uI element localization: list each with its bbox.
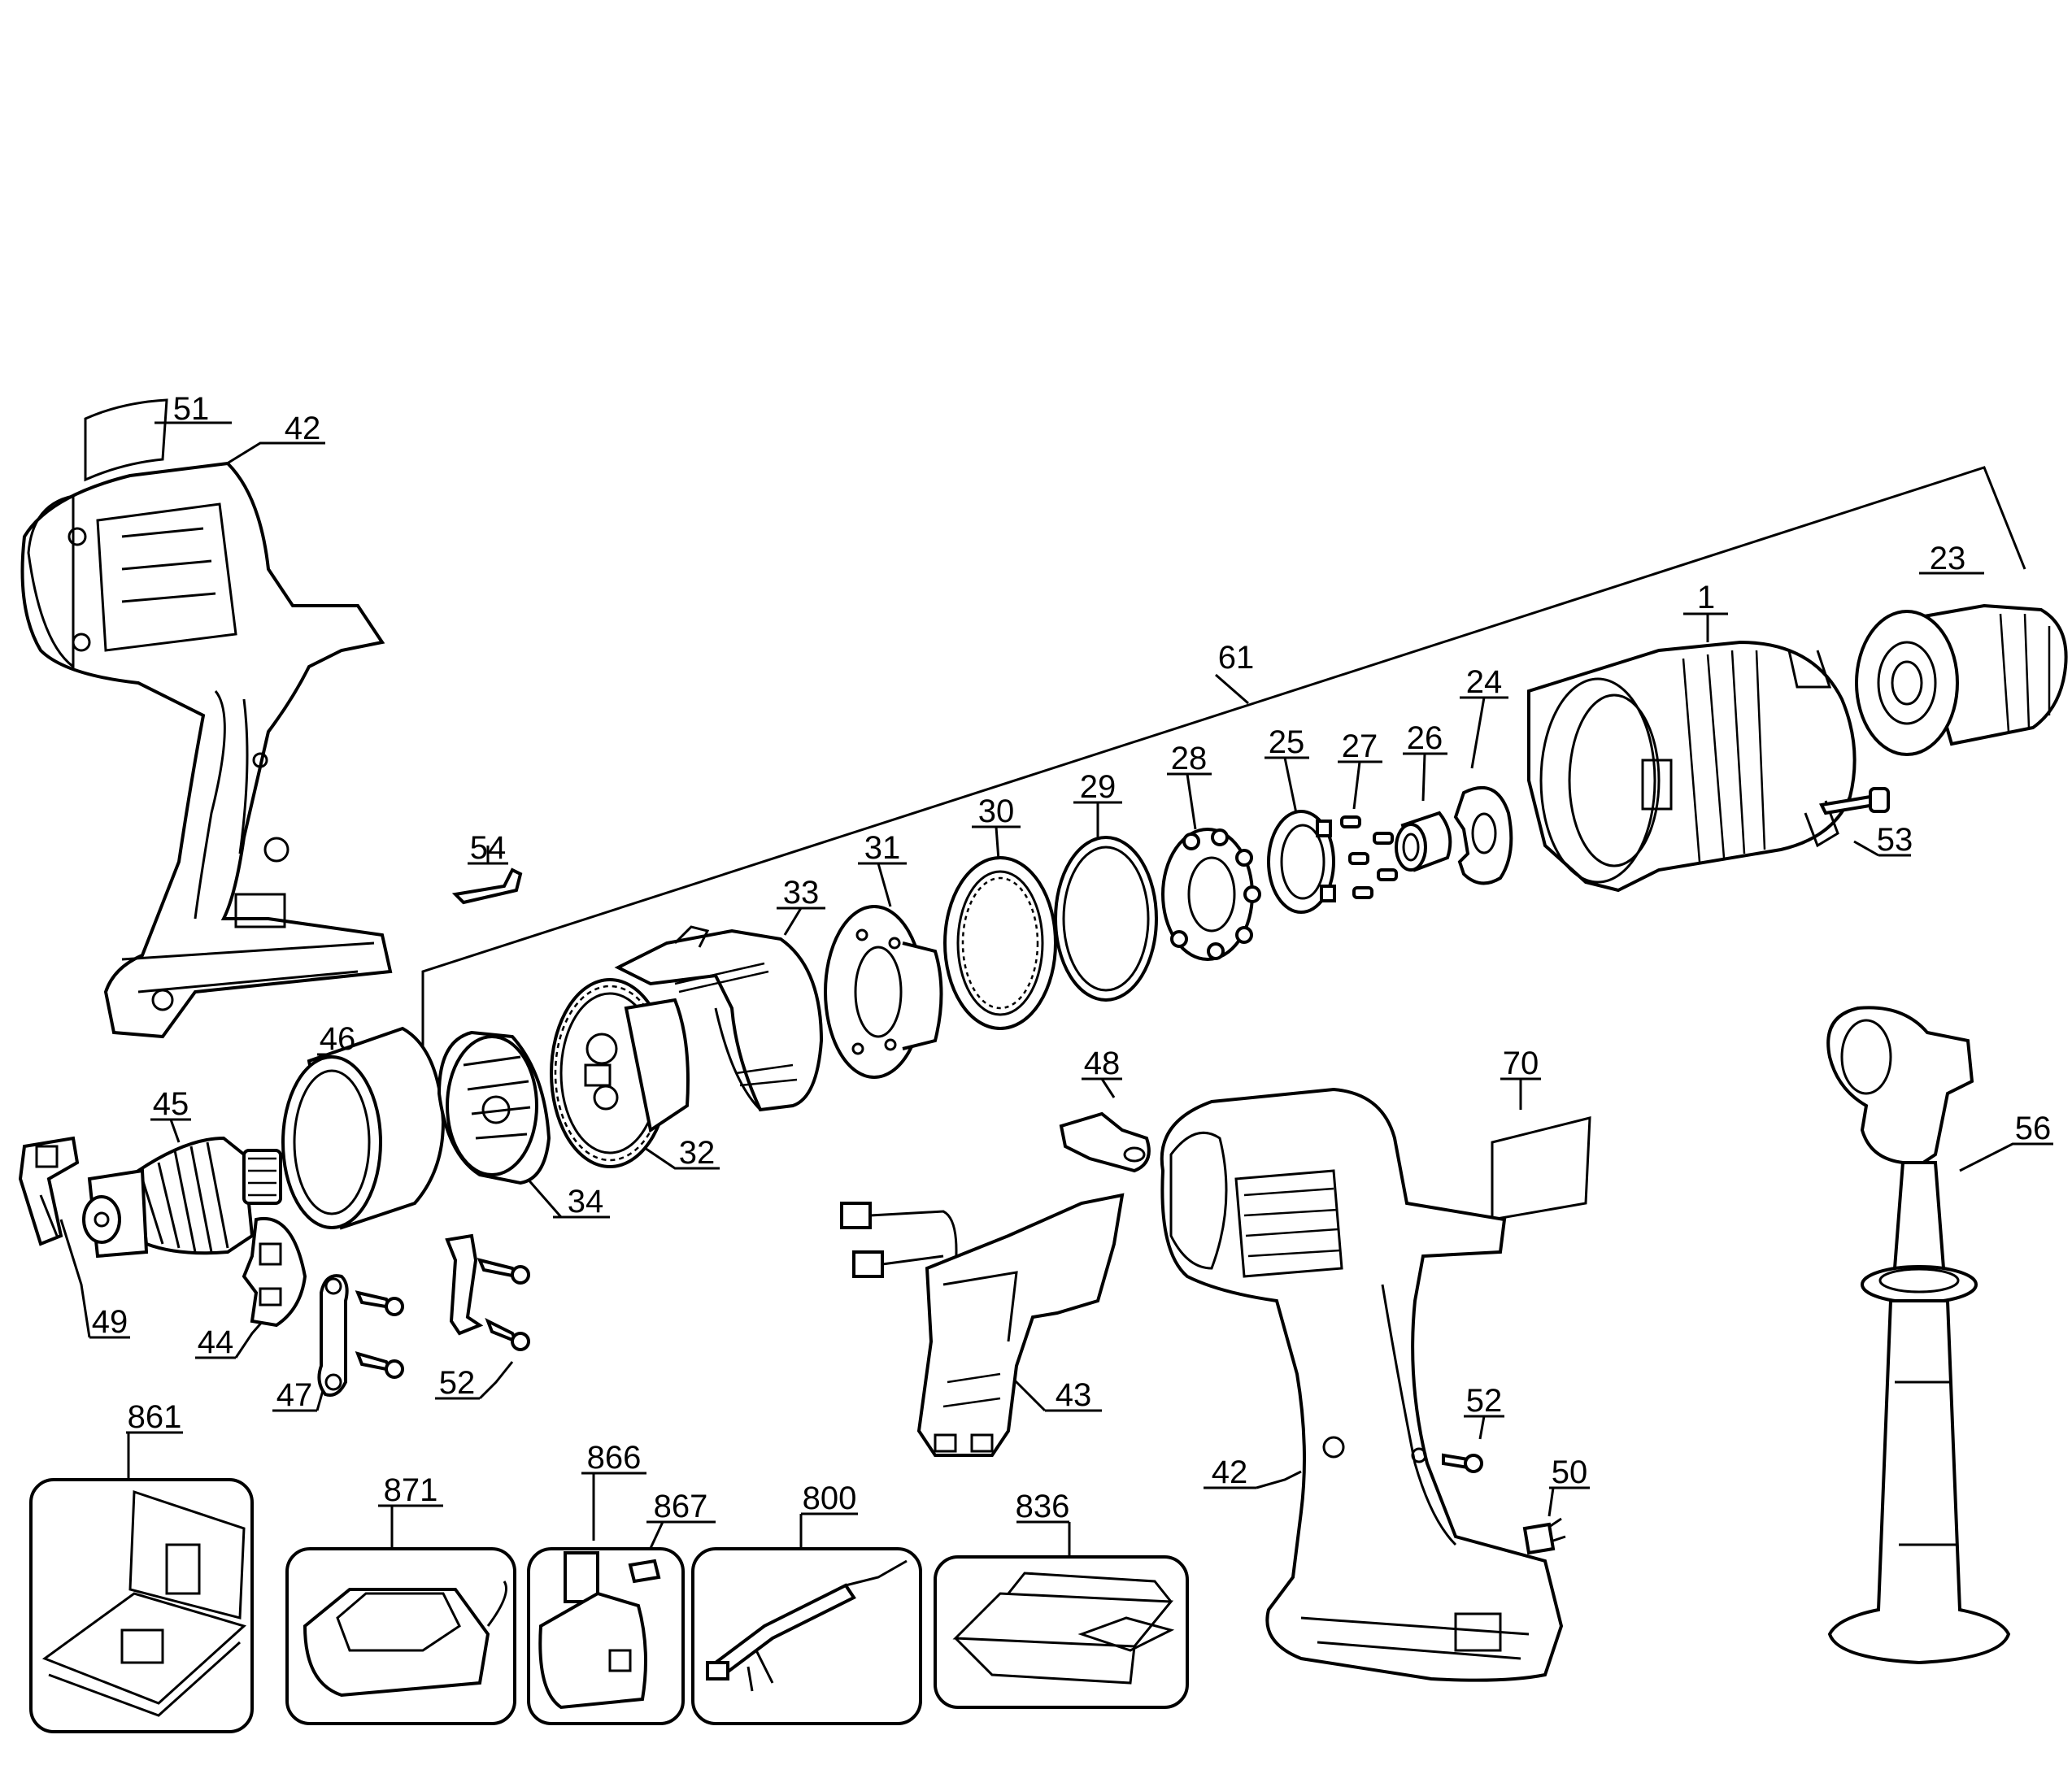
part-861-case xyxy=(29,1478,254,1733)
part-24-washer xyxy=(1453,785,1513,885)
callout-871: 871 xyxy=(384,1472,438,1508)
callout-44: 44 xyxy=(198,1324,234,1360)
part-30-ring-gear xyxy=(943,856,1057,1030)
callout-30: 30 xyxy=(978,793,1015,829)
part-56-side-handle xyxy=(1826,1006,2011,1665)
part-50-clip xyxy=(1522,1517,1566,1555)
callout-50: 50 xyxy=(1552,1454,1588,1490)
callout-27: 27 xyxy=(1342,728,1378,764)
part-33-shroud xyxy=(614,925,824,1112)
callout-26: 26 xyxy=(1407,720,1443,756)
part-31-ring-plate xyxy=(824,905,943,1079)
callout-866: 866 xyxy=(587,1440,642,1476)
part-836-insert xyxy=(934,1555,1189,1709)
callout-34: 34 xyxy=(568,1184,604,1220)
part-49-brush-holder xyxy=(18,1136,80,1246)
part-52-bracket-left xyxy=(445,1233,530,1351)
callout-47: 47 xyxy=(276,1377,313,1413)
part-53-screw xyxy=(1819,787,1890,815)
part-47-bracket xyxy=(317,1274,404,1397)
callout-42-top: 42 xyxy=(285,411,321,446)
callout-61: 61 xyxy=(1218,640,1255,676)
callout-42-bottom: 42 xyxy=(1212,1454,1248,1490)
callout-52-right: 52 xyxy=(1466,1383,1503,1419)
part-23-chuck xyxy=(1855,603,2068,756)
callout-33: 33 xyxy=(783,875,820,911)
part-25-adjust-ring xyxy=(1267,810,1336,914)
callout-32: 32 xyxy=(679,1135,716,1171)
callout-867: 867 xyxy=(654,1489,708,1524)
callout-861: 861 xyxy=(128,1399,182,1435)
callout-836: 836 xyxy=(1016,1489,1070,1524)
callout-52-left: 52 xyxy=(439,1365,476,1401)
part-28-clutch xyxy=(1161,828,1261,961)
part-52-screw-right xyxy=(1442,1453,1483,1473)
part-44-brush-plate xyxy=(242,1216,307,1328)
callout-51: 51 xyxy=(173,391,210,427)
part-43-switch xyxy=(840,1193,1125,1457)
part-45-armature xyxy=(82,1136,282,1259)
part-866-battery xyxy=(527,1547,685,1725)
callout-70: 70 xyxy=(1503,1046,1539,1081)
part-42-housing-left xyxy=(20,461,393,1039)
part-46-magnet xyxy=(281,1026,446,1230)
callout-53: 53 xyxy=(1877,822,1913,858)
callout-49: 49 xyxy=(92,1304,128,1340)
part-27-pins xyxy=(1340,815,1398,899)
callout-29: 29 xyxy=(1080,769,1117,805)
callout-28: 28 xyxy=(1171,741,1208,776)
part-1-gearbox-housing xyxy=(1527,640,1857,893)
callout-54: 54 xyxy=(470,830,507,866)
part-32-gear-carrier xyxy=(550,978,690,1168)
callout-800: 800 xyxy=(803,1480,857,1516)
callout-56: 56 xyxy=(2015,1111,2052,1146)
callout-24: 24 xyxy=(1466,664,1503,700)
callout-43: 43 xyxy=(1056,1377,1092,1413)
callout-23: 23 xyxy=(1930,541,1966,576)
part-34-gear-case xyxy=(437,1030,551,1185)
part-800-tool xyxy=(691,1547,922,1725)
part-26-bushing xyxy=(1395,811,1452,872)
callout-31: 31 xyxy=(864,830,901,866)
part-70-label xyxy=(1491,1116,1591,1221)
part-29-o-ring xyxy=(1054,836,1158,1002)
callout-45: 45 xyxy=(153,1086,189,1122)
part-42-housing-right xyxy=(1160,1087,1564,1682)
part-54-clip xyxy=(451,867,523,905)
callout-labels: 51 42 23 1 61 24 25 26 27 28 29 30 31 33… xyxy=(92,391,2052,1524)
part-48-actuator xyxy=(1059,1111,1151,1173)
callout-46: 46 xyxy=(320,1021,356,1057)
part-871-charger xyxy=(285,1547,516,1725)
callout-48: 48 xyxy=(1084,1046,1121,1081)
part-51-label xyxy=(84,398,168,482)
callout-25: 25 xyxy=(1269,724,1305,760)
callout-1: 1 xyxy=(1697,580,1715,615)
